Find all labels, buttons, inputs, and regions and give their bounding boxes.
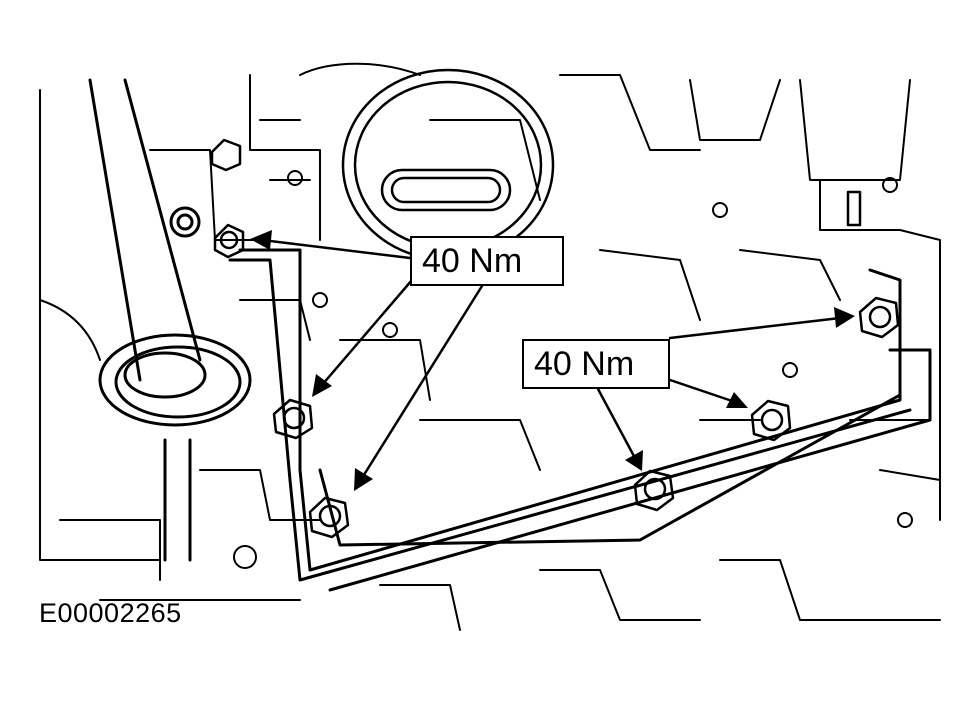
bolts [210, 138, 900, 539]
bolt-7 [210, 138, 242, 172]
figure-reference-code: E00002265 [39, 598, 182, 628]
bolt-3 [308, 496, 350, 539]
leader-to-bolt-3 [360, 284, 484, 480]
bolt-1 [213, 223, 245, 259]
torque-callout-left: 40 Nm [410, 236, 564, 286]
leader-to-bolt-6 [668, 316, 842, 340]
drive-shaft [88, 78, 252, 562]
arrowheads [250, 230, 855, 491]
sump-pan [228, 248, 932, 592]
leader-lines [260, 238, 842, 480]
leader-to-bolt-4 [596, 387, 637, 460]
pickup-ring [341, 68, 555, 262]
leader-to-bolt-1 [260, 238, 412, 260]
bolt-5 [750, 399, 792, 442]
engine-block-outline [39, 62, 941, 631]
bolt-6 [858, 296, 900, 339]
leader-to-bolt-5 [668, 378, 737, 404]
bolt-4 [633, 469, 675, 512]
torque-callout-right: 40 Nm [522, 339, 670, 389]
leader-to-bolt-2 [320, 278, 414, 387]
bolt-2 [272, 398, 314, 440]
stud [846, 190, 862, 227]
